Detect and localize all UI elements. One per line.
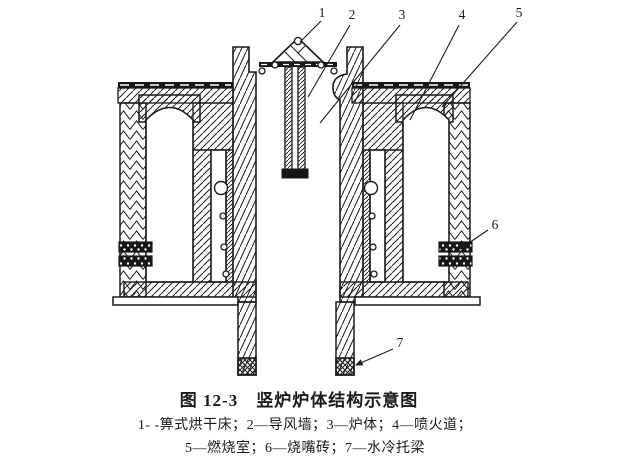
outer-wall-left <box>119 102 147 298</box>
combustion-chamber-left <box>145 106 194 283</box>
peep-hole <box>363 180 379 196</box>
shaft-wall-left <box>232 46 257 303</box>
air-guide-wall <box>281 66 309 179</box>
base-plate-left <box>112 296 239 306</box>
peep-hole <box>222 270 230 278</box>
furnace-structure-diagram: 1 2 3 4 5 6 7 <box>112 5 523 376</box>
part-label-7: 7 <box>397 335 404 350</box>
part-label-5: 5 <box>516 5 523 20</box>
leader-line-5 <box>441 21 518 108</box>
peep-hole <box>213 180 229 196</box>
water-cooled-beam-left <box>237 357 257 376</box>
part-label-2: 2 <box>349 7 356 22</box>
peep-hole <box>220 243 228 251</box>
liner-channel-left <box>210 149 234 283</box>
burner-bricks-left <box>118 241 153 267</box>
figure-caption: 图 12-3 竖炉炉体结构示意图 <box>179 391 419 410</box>
leader-line-4 <box>409 24 460 121</box>
figure-legend-line-1: 1- -箅式烘干床；2—导风墙；3—炉体；4—喷火道； <box>137 418 473 433</box>
leader-line-3 <box>319 24 401 124</box>
combustion-chamber-right <box>402 106 450 283</box>
drying-bed-cone <box>258 36 338 75</box>
figure-legend-line-2: 5—燃烧室；6—烧嘴砖；7—水冷托梁 <box>185 441 425 456</box>
leader-line-1 <box>299 20 322 43</box>
part-label-1: 1 <box>319 5 326 20</box>
peep-hole <box>219 212 227 220</box>
part-label-3: 3 <box>399 7 406 22</box>
leader-line-6 <box>459 229 489 250</box>
figure-caption-block: 图 12-3 竖炉炉体结构示意图 1- -箅式烘干床；2—导风墙；3—炉体；4—… <box>0 388 620 460</box>
leader-line-2 <box>307 24 351 98</box>
liner-channel-right <box>362 149 386 283</box>
peep-hole <box>369 243 377 251</box>
leader-lines <box>299 20 518 366</box>
part-labels: 1 2 3 4 5 6 7 <box>319 5 523 350</box>
leader-line-7 <box>354 348 394 366</box>
base-plate-right <box>354 296 481 306</box>
water-cooled-beam-right <box>335 357 355 376</box>
peep-hole <box>370 270 378 278</box>
part-label-6: 6 <box>492 217 499 232</box>
part-label-4: 4 <box>459 7 466 22</box>
shaft-wall-right <box>332 46 364 303</box>
burner-bricks-right <box>438 241 473 267</box>
peep-hole <box>368 212 376 220</box>
